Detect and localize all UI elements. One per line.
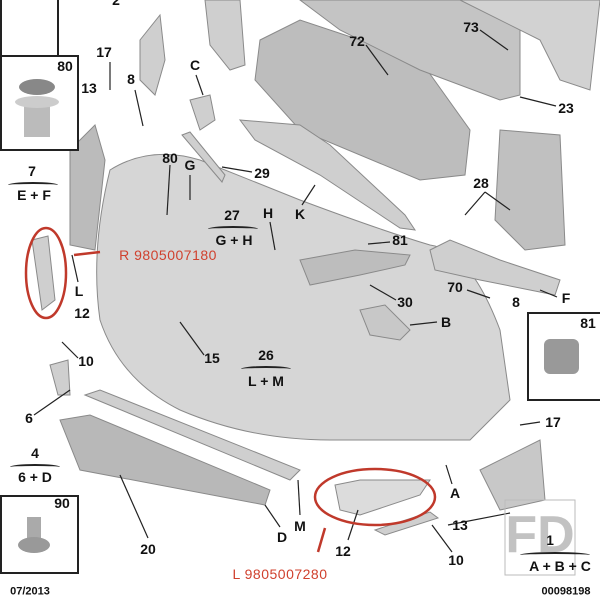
piece-12-left xyxy=(31,235,56,311)
label-13: 13 xyxy=(452,517,468,533)
label-28: 28 xyxy=(473,175,489,191)
lower-grille-20 xyxy=(59,414,271,506)
label-1: 1 xyxy=(546,532,554,548)
screw-90-icon xyxy=(18,517,50,553)
part-C xyxy=(189,94,216,131)
label-E-F: E + F xyxy=(17,187,51,203)
label-29: 29 xyxy=(254,165,270,181)
label-A-B-C: A + B + C xyxy=(529,558,591,574)
label-L: L xyxy=(74,283,84,299)
clip-box-80 xyxy=(0,55,79,151)
label-F: F xyxy=(561,290,571,306)
trim-K xyxy=(238,119,417,231)
label-H: H xyxy=(262,205,274,221)
label-A: A xyxy=(449,485,461,501)
label-10: 10 xyxy=(78,353,94,369)
label-2: 2 xyxy=(112,0,120,8)
label-L-M: L + M xyxy=(248,373,284,389)
bracket-2 xyxy=(139,13,166,96)
deflector-30 xyxy=(299,249,411,286)
headlamp-bracket xyxy=(459,0,600,91)
side-bracket-13 xyxy=(69,124,106,251)
part-B xyxy=(359,304,411,341)
label-70: 70 xyxy=(447,279,463,295)
label-G-H: G + H xyxy=(215,232,253,248)
brace xyxy=(520,552,590,558)
label-7: 7 xyxy=(28,163,36,179)
label-4: 4 xyxy=(31,445,39,461)
label-B: B xyxy=(440,314,452,330)
label-72: 72 xyxy=(349,33,365,49)
strip-29 xyxy=(181,131,226,183)
diagram-date: 07/2013 xyxy=(10,585,50,598)
label-81: 81 xyxy=(580,315,596,331)
clip-box-81 xyxy=(527,312,600,401)
label-8: 8 xyxy=(512,294,520,310)
label-8: 8 xyxy=(127,71,135,87)
label-K: K xyxy=(294,206,306,222)
label-73: 73 xyxy=(463,19,479,35)
bumper-cover xyxy=(96,153,511,441)
label-17: 17 xyxy=(96,44,112,60)
absorber-28 xyxy=(494,129,566,251)
label-C: C xyxy=(189,57,201,73)
label-27: 27 xyxy=(224,207,240,223)
clip-80-icon xyxy=(15,79,59,137)
label-6-D: 6 + D xyxy=(18,469,52,485)
label-12: 12 xyxy=(335,543,351,559)
label-12: 12 xyxy=(74,305,90,321)
annotation-left-part-number: L 9805007280 xyxy=(232,566,328,582)
label-15: 15 xyxy=(204,350,220,366)
upper-crossmember xyxy=(299,0,521,101)
clip-81-icon xyxy=(544,339,579,374)
label-26: 26 xyxy=(258,347,274,363)
bracket-F xyxy=(429,239,561,296)
brace xyxy=(8,182,58,188)
label-90: 90 xyxy=(54,495,70,511)
label-G: G xyxy=(184,157,196,173)
label-10: 10 xyxy=(448,552,464,568)
brace xyxy=(241,366,291,372)
label-M: M xyxy=(294,518,306,534)
label-81: 81 xyxy=(392,232,408,248)
highlight-marks xyxy=(24,226,437,553)
fog-surround-12 xyxy=(334,479,431,516)
label-30: 30 xyxy=(397,294,413,310)
watermark-frame xyxy=(504,499,576,576)
lower-strip-6 xyxy=(83,389,301,481)
clip-box-90 xyxy=(0,495,79,574)
leader-lines xyxy=(33,29,558,553)
watermark-logo: FD xyxy=(505,506,575,564)
bracket-top xyxy=(204,0,246,71)
diagram-reference: 00098198 xyxy=(541,585,591,598)
label-20: 20 xyxy=(140,541,156,557)
label-13: 13 xyxy=(81,80,97,96)
piece-10-left xyxy=(49,359,71,396)
label-80: 80 xyxy=(57,58,73,74)
annotation-right-part-number: R 9805007180 xyxy=(119,247,217,263)
label-6: 6 xyxy=(25,410,33,426)
label-17: 17 xyxy=(545,414,561,430)
clip-box-top xyxy=(0,0,59,57)
label-23: 23 xyxy=(558,100,574,116)
brace xyxy=(10,464,60,470)
label-80: 80 xyxy=(162,150,178,166)
label-D: D xyxy=(276,529,288,545)
brace xyxy=(208,226,258,232)
